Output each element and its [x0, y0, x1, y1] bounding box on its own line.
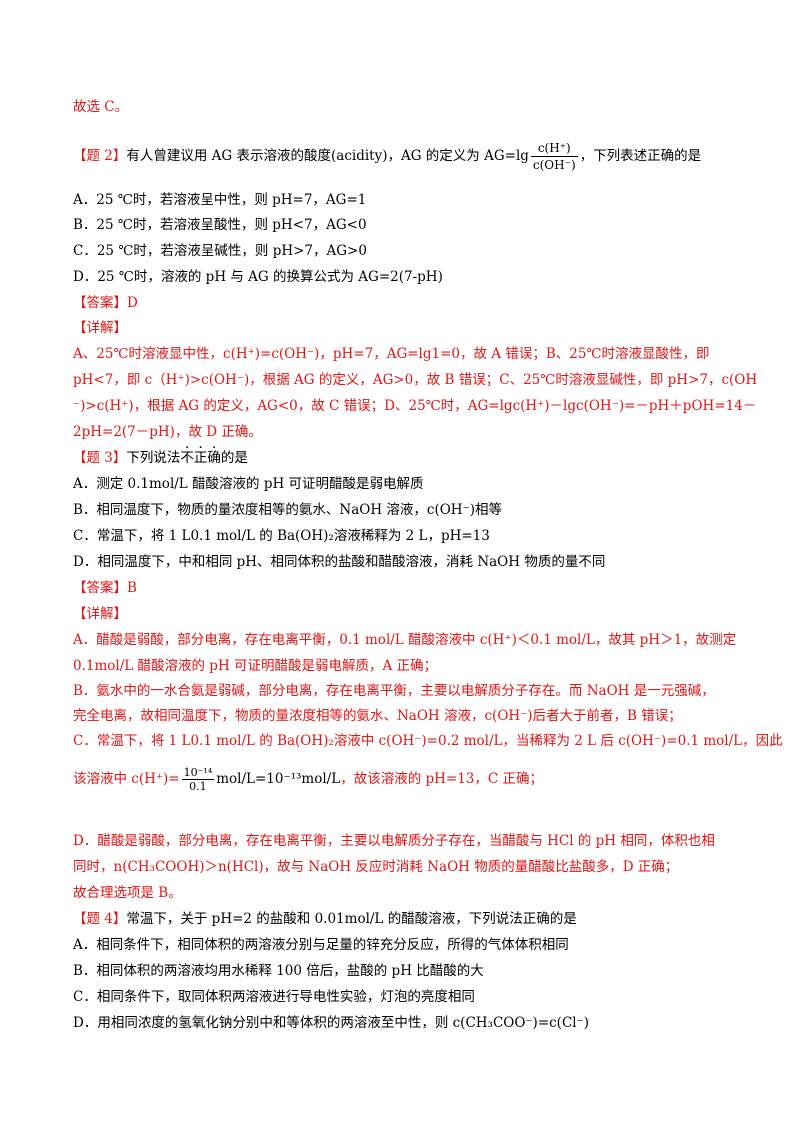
q4-option-c: C．相同条件下，取同体积两溶液进行导电性实验，灯泡的亮度相同 [73, 989, 475, 1005]
q2-option-c: C．25 ℃时，若溶液呈碱性，则 pH>7，AG>0 [73, 243, 367, 259]
q2-detail-line: pH<7，即 c（H⁺)>c(OH⁻)，根据 AG 的定义，AG>0，故 B 错… [73, 372, 758, 388]
q3-answer-tag: 【答案】 [73, 580, 127, 596]
q3-frac-num: 10⁻¹⁴ [181, 766, 215, 780]
q3-answer: 【答案】B [73, 579, 137, 597]
q2-detail-line: ⁻)>c(H⁺)，根据 AG 的定义，AG<0，故 C 错误；D、25℃时，AG… [73, 398, 757, 414]
q3-option-d: D．相同温度下，中和相同 pH、相同体积的盐酸和醋酸溶液，消耗 NaOH 物质的… [73, 554, 606, 570]
q3-emphasis-char: 不 [180, 449, 194, 467]
q3-emphasis-char: 确 [207, 449, 221, 467]
q3-option-a: A．测定 0.1mol/L 醋酸溶液的 pH 可证明醋酸是弱电解质 [73, 476, 424, 492]
q2-answer-value: D [127, 295, 138, 311]
q3-detail-d1: D．醋酸是弱酸，部分电离，存在电离平衡，主要以电解质分子存在，当醋酸与 HCl … [73, 833, 715, 849]
q2-frac-num: c(H⁺) [530, 140, 578, 157]
q2-stem-pre: 有人曾建议用 AG 表示溶液的酸度(acidity)，AG 的定义为 AG=lg [126, 148, 529, 164]
q3-detail-c2-pre: 该溶液中 c(H⁺)= [73, 771, 180, 787]
q4-option-b: B．相同体积的两溶液均用水稀释 100 倍后，盐酸的 pH 比醋酸的大 [73, 963, 484, 979]
q3-detail-c2-mid: mol/L=10⁻¹³mol/L [216, 771, 341, 787]
q2-detail-tag: 【详解】 [73, 320, 127, 336]
q2-detail-line: A、25℃时溶液显中性，c(H⁺)=c(OH⁻)，pH=7，AG=lg1=0，故… [73, 346, 710, 362]
q2-ag-fraction: c(H⁺)c(OH⁻) [530, 140, 578, 173]
q2-option-d: D．25 ℃时，溶液的 pH 与 AG 的换算公式为 AG=2(7-pH) [73, 269, 443, 285]
q3-detail-tag: 【详解】 [73, 606, 127, 622]
q4-option-d: D．用相同浓度的氢氧化钠分别中和等体积的两溶液至中性，则 c(CH₃COO⁻)=… [73, 1015, 589, 1031]
q2-stem-post: ，下列表述正确的是 [579, 148, 702, 164]
q2-frac-den: c(OH⁻) [532, 158, 576, 172]
q3-detail-b2: 完全电离，故相同温度下，物质的量浓度相等的氨水、NaOH 溶液，c(OH⁻)后者… [73, 708, 682, 724]
q2-answer: 【答案】D [73, 294, 138, 312]
q3-conclusion: 故合理选项是 B。 [73, 885, 182, 901]
q2-stem: 【题 2】有人曾建议用 AG 表示溶液的酸度(acidity)，AG 的定义为 … [73, 140, 701, 173]
q3-detail-b1: B．氨水中的一水合氨是弱碱，部分电离，存在电离平衡，主要以电解质分子存在。而 N… [73, 683, 715, 699]
q3-answer-value: B [127, 580, 137, 596]
q3-stem-e: 的是 [220, 450, 248, 466]
q4-tag: 【题 4】 [73, 911, 127, 927]
q3-option-b: B．相同温度下，物质的量浓度相等的氨水、NaOH 溶液，c(OH⁻)相等 [73, 502, 502, 518]
q4-stem: 【题 4】常温下，关于 pH=2 的盐酸和 0.01mol/L 的醋酸溶液，下列… [73, 910, 577, 928]
q2-option-b: B．25 ℃时，若溶液呈酸性，则 pH<7，AG<0 [73, 217, 367, 233]
q3-frac-den: 0.1 [189, 780, 207, 793]
q2-detail-line: 2pH=2(7－pH)，故 D 正确。 [73, 424, 262, 440]
q2-tag: 【题 2】 [73, 148, 127, 164]
q3-detail-c2-post: ，故该溶液的 pH=13，C 正确； [340, 771, 544, 787]
q3-detail-a2: 0.1mol/L 醋酸溶液的 pH 可证明醋酸是弱电解质，A 正确； [73, 658, 438, 674]
q3-option-c: C．常温下，将 1 L0.1 mol/L 的 Ba(OH)₂溶液稀释为 2 L，… [73, 528, 490, 544]
q4-stem-text: 常温下，关于 pH=2 的盐酸和 0.01mol/L 的醋酸溶液，下列说法正确的… [126, 911, 577, 927]
q2-option-a: A．25 ℃时，若溶液呈中性，则 pH=7，AG=1 [73, 192, 367, 208]
previous-conclusion: 故选 C。 [73, 99, 129, 115]
q3-detail-c1: C．常温下，将 1 L0.1 mol/L 的 Ba(OH)₂溶液中 c(OH⁻)… [73, 733, 783, 749]
q3-stem: 【题 3】下列说法不正确的是 [73, 449, 248, 467]
q3-emphasis-char: 正 [194, 449, 208, 467]
q3-detail-d2: 同时，n(CH₃COOH)＞n(HCl)，故与 NaOH 反应时消耗 NaOH … [73, 859, 679, 875]
q2-answer-tag: 【答案】 [73, 295, 127, 311]
q3-stem-a: 下列说法 [126, 450, 181, 466]
q3-tag: 【题 3】 [73, 450, 127, 466]
q4-option-a: A．相同条件下，相同体积的两溶液分别与足量的锌充分反应，所得的气体体积相同 [73, 937, 569, 953]
q3-detail-a1: A．醋酸是弱酸，部分电离，存在电离平衡，0.1 mol/L 醋酸溶液中 c(H⁺… [73, 632, 737, 648]
